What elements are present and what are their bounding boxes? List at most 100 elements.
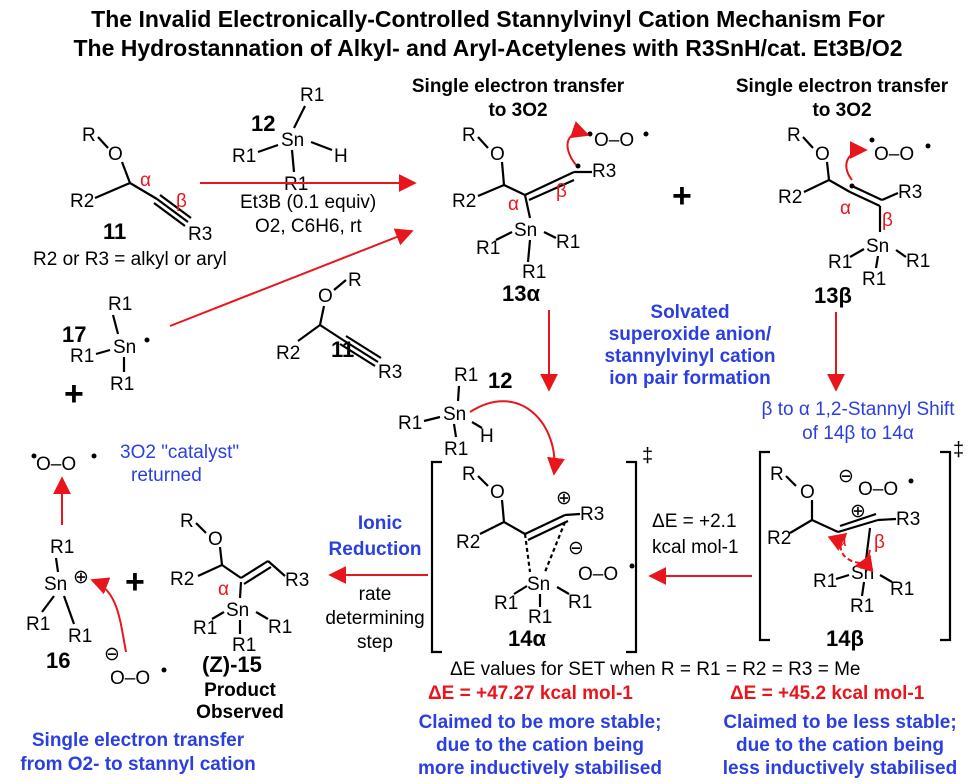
set-final-line-1: Single electron transfer xyxy=(32,730,245,751)
compound-14a-structure: R O R2 R3 ⊕ Sn R1 R1 R1 ⊖ O–O xyxy=(456,464,635,628)
svg-text:R3: R3 xyxy=(285,570,309,591)
compound-17-label: 17 xyxy=(62,322,86,347)
bracket-14a-right xyxy=(626,460,638,654)
compound-12-label-mid: 12 xyxy=(488,368,512,393)
svg-text:α: α xyxy=(840,198,851,219)
compound-11-structure-2: O R R2 R3 xyxy=(276,270,402,383)
svg-text:R1: R1 xyxy=(476,238,500,259)
ionic-line-2: Reduction xyxy=(329,539,422,560)
svg-text:O: O xyxy=(490,482,505,503)
svg-text:H: H xyxy=(480,426,494,447)
svg-text:O: O xyxy=(108,144,123,165)
svg-text:R1: R1 xyxy=(813,571,837,592)
de-beta-value: ΔE = +45.2 kcal mol-1 xyxy=(730,683,925,704)
svg-text:O: O xyxy=(800,482,815,503)
svg-text:R1: R1 xyxy=(850,596,874,617)
svg-text:⊖: ⊖ xyxy=(838,466,854,487)
svg-text:R1: R1 xyxy=(110,374,134,395)
svg-text:R: R xyxy=(462,125,476,146)
svg-text:R: R xyxy=(82,125,96,146)
compound-13a-label: 13α xyxy=(502,281,540,306)
compound-11-label: 11 xyxy=(103,219,126,244)
compound-15-structure: R O R2 R3 α Sn R1 R1 R1 xyxy=(170,511,309,656)
svg-text:Sn: Sn xyxy=(113,337,136,358)
svg-text:R3: R3 xyxy=(580,504,604,525)
set-final-line-2: from O2- to stannyl cation xyxy=(20,754,255,775)
svg-text:R3: R3 xyxy=(188,224,212,245)
solvated-line-4: ion pair formation xyxy=(609,368,771,389)
svg-text:R: R xyxy=(462,464,476,485)
svg-text:R1: R1 xyxy=(556,232,580,253)
ts-dagger-14b: ‡ xyxy=(953,439,964,461)
svg-text:Sn: Sn xyxy=(514,220,537,241)
claim-beta-line-3: less inductively stabilised xyxy=(723,758,957,779)
svg-text:R2: R2 xyxy=(276,343,300,364)
svg-text:O: O xyxy=(208,529,223,550)
svg-text:R1: R1 xyxy=(906,251,930,272)
set-alpha-line-1: Single electron transfer xyxy=(412,76,625,97)
svg-text:H: H xyxy=(334,146,348,167)
title-line-1: The Invalid Electronically-Controlled St… xyxy=(91,6,885,32)
svg-text:R2: R2 xyxy=(452,191,476,212)
compound-16-label: 16 xyxy=(46,648,70,673)
svg-text:O: O xyxy=(490,144,505,165)
de-ts-line-2: kcal mol-1 xyxy=(652,537,739,558)
svg-text:R3: R3 xyxy=(896,509,920,530)
substituent-note: R2 or R3 = alkyl or aryl xyxy=(33,249,227,270)
claim-beta-line-2: due to the cation being xyxy=(736,735,944,756)
compound-11-label-2: 11 xyxy=(331,337,354,362)
rds-line-1: rate xyxy=(359,584,392,605)
claim-alpha-line-2: due to the cation being xyxy=(436,735,644,756)
shift-line-1: β to α 1,2-Stannyl Shift xyxy=(761,399,955,420)
svg-text:R3: R3 xyxy=(592,161,616,182)
svg-text:O–O: O–O xyxy=(578,564,618,585)
de-ts-line-1: ΔE = +2.1 xyxy=(652,511,737,532)
svg-text:R: R xyxy=(348,270,362,291)
claim-alpha-line-1: Claimed to be more stable; xyxy=(419,712,662,733)
svg-text:β: β xyxy=(556,181,567,202)
svg-text:R2: R2 xyxy=(456,532,480,553)
svg-text:⊖: ⊖ xyxy=(104,644,120,665)
plus-sign-17: + xyxy=(64,375,84,413)
svg-text:R1: R1 xyxy=(444,439,468,460)
title-line-2: The Hydrostannation of Alkyl- and Aryl-A… xyxy=(73,35,902,61)
bracket-14b-left xyxy=(758,450,770,642)
svg-text:R: R xyxy=(180,511,194,532)
svg-text:R2: R2 xyxy=(767,528,791,549)
rds-line-3: step xyxy=(357,632,393,653)
svg-text:R1: R1 xyxy=(828,252,852,273)
solvated-line-2: superoxide anion/ xyxy=(609,324,772,345)
svg-text:R1: R1 xyxy=(398,413,422,434)
svg-text:R1: R1 xyxy=(232,635,256,656)
compound-15-label: (Z)-15 xyxy=(202,652,262,677)
conditions-line-1: Et3B (0.1 equiv) xyxy=(240,192,376,213)
compound-11-structure: R O R2 α β R3 xyxy=(70,125,212,245)
svg-text:Sn: Sn xyxy=(44,574,67,595)
svg-text:α: α xyxy=(218,579,229,600)
svg-text:R3: R3 xyxy=(378,362,402,383)
compound-14b-label: 14β xyxy=(826,626,864,651)
svg-text:O–O: O–O xyxy=(594,130,634,151)
solvated-line-1: Solvated xyxy=(650,302,729,323)
svg-text:O–O: O–O xyxy=(36,454,76,475)
ts-dagger-14a: ‡ xyxy=(642,445,653,467)
svg-text:O: O xyxy=(318,286,333,307)
svg-text:Sn: Sn xyxy=(226,600,249,621)
svg-text:β: β xyxy=(176,191,187,212)
svg-text:R1: R1 xyxy=(890,579,914,600)
claim-beta-line-1: Claimed to be less stable; xyxy=(723,712,956,733)
svg-text:⊖: ⊖ xyxy=(568,538,584,559)
set-beta-line-1: Single electron transfer xyxy=(736,76,949,97)
svg-text:R2: R2 xyxy=(70,191,94,212)
svg-text:R2: R2 xyxy=(778,187,802,208)
catalyst-line-1: 3O2 "catalyst" xyxy=(120,442,239,463)
de-values-note: ΔE values for SET when R = R1 = R2 = R3 … xyxy=(450,659,860,680)
svg-text:R1: R1 xyxy=(50,537,74,558)
compound-12-label-top: 12 xyxy=(251,111,275,136)
svg-text:R1: R1 xyxy=(232,146,256,167)
svg-text:R1: R1 xyxy=(108,294,132,315)
svg-text:⊕: ⊕ xyxy=(73,567,89,588)
svg-text:R1: R1 xyxy=(284,174,308,195)
